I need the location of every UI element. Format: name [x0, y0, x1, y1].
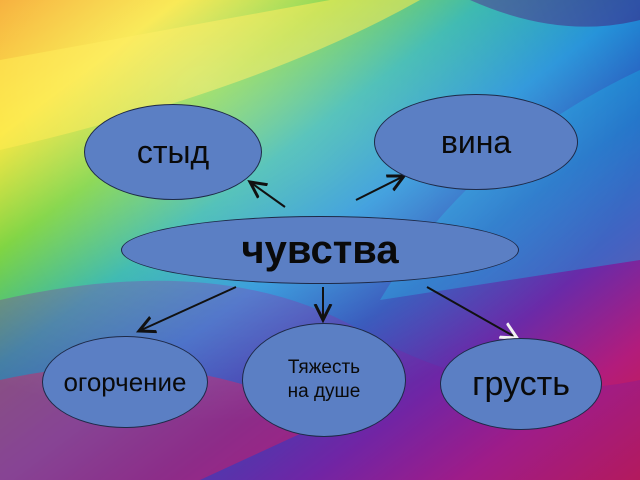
node-center-label: чувства	[241, 227, 399, 272]
node-heaviness-label: Тяжесть на душе	[288, 356, 361, 404]
node-heaviness-line2: на душе	[287, 381, 361, 402]
node-upset: огорчение	[42, 336, 208, 428]
node-sadness: грусть	[440, 338, 602, 430]
node-center-feelings: чувства	[121, 216, 519, 284]
node-sadness-label: грусть	[472, 364, 570, 403]
node-heaviness: Тяжесть на душе	[242, 323, 406, 437]
node-heaviness-line1: Тяжесть	[287, 357, 361, 379]
node-upset-label: огорчение	[63, 366, 187, 397]
node-shame: стыд	[84, 104, 262, 200]
node-shame-label: стыд	[136, 133, 210, 170]
node-guilt: вина	[374, 94, 578, 190]
node-guilt-label: вина	[440, 123, 512, 160]
